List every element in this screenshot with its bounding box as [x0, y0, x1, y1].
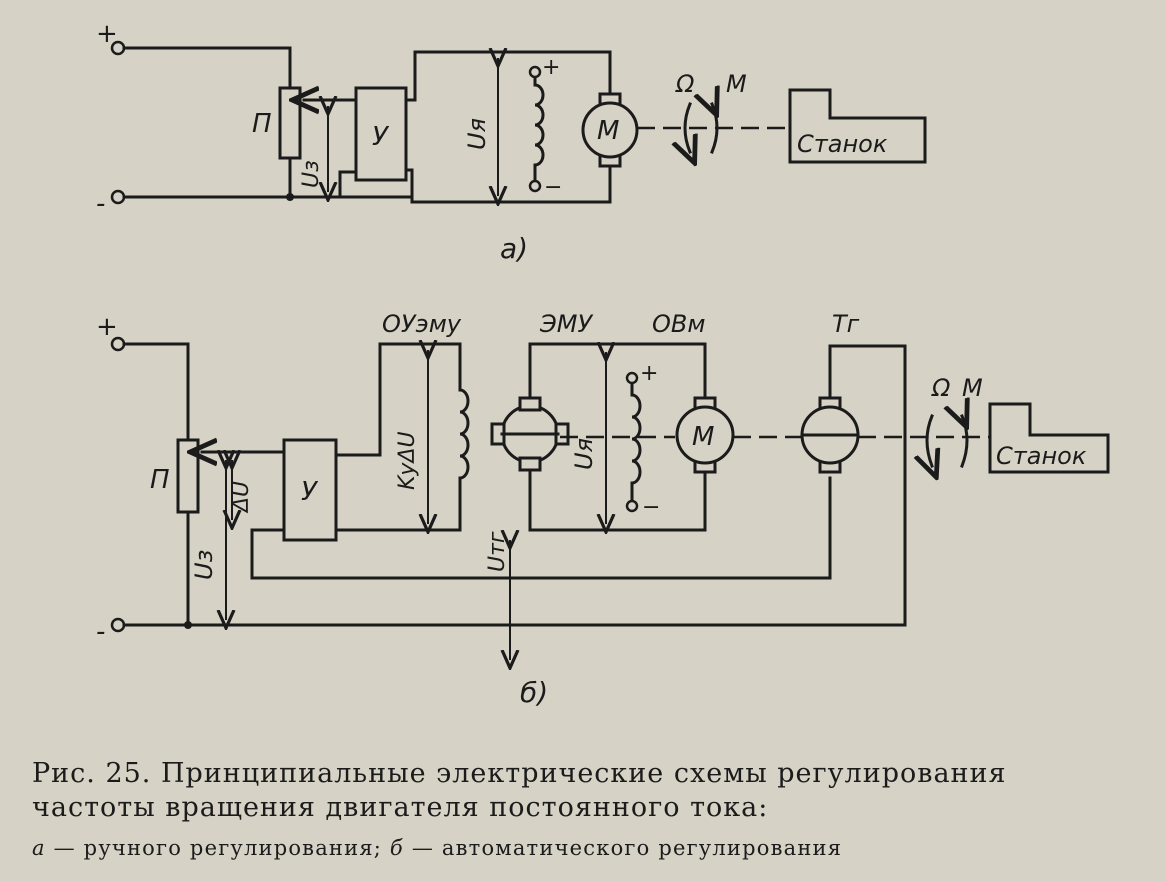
- plus-terminal-label-a: +: [96, 19, 118, 49]
- motor-label-a: М: [597, 116, 619, 146]
- diagram-a: + - П Uз У Uя + −: [96, 19, 927, 265]
- amplifier-label-b: У: [301, 477, 319, 507]
- field-winding-label-b: ОВм: [652, 310, 705, 338]
- field-terminal-minus-a: [528, 179, 542, 193]
- uarm-label-a: Uя: [463, 118, 491, 150]
- omega-label-a: Ω: [675, 70, 695, 98]
- field-coil-a: [533, 83, 545, 167]
- tacho-label: Тг: [832, 310, 860, 338]
- wire-arm-bot-a: [404, 163, 612, 204]
- control-winding-label: ОУэму: [382, 310, 462, 338]
- uref-label-b: Uз: [190, 550, 218, 580]
- torque-label-a: М: [726, 70, 747, 98]
- omega-arrow-b: [927, 414, 932, 466]
- wire-feedback-b: [250, 476, 832, 580]
- amplifier-a: [354, 86, 408, 182]
- torque-label-b: М: [962, 374, 983, 402]
- control-winding-coil: [458, 388, 470, 480]
- caption-item-a-text: — ручного регулирования;: [45, 836, 390, 860]
- ku-delta-u-label: KуΔU: [395, 431, 420, 490]
- omega-label-b: Ω: [931, 374, 951, 402]
- emu-label: ЭМУ: [539, 310, 593, 338]
- field-terminal-plus-a: [528, 65, 542, 79]
- motor-label-b: М: [692, 422, 714, 452]
- omega-arrow-a: [685, 102, 690, 152]
- motor-b: [675, 405, 735, 465]
- plus-terminal-b: [110, 336, 126, 352]
- amplifier-label-a: У: [372, 122, 390, 152]
- wire-plus-a: [122, 46, 292, 90]
- caption-line-1: Рис. 25. Принципиальные электрические сх…: [32, 758, 1007, 789]
- plus-terminal-a: [110, 40, 126, 56]
- minus-terminal-a: [110, 189, 126, 205]
- caption-item-b-letter: б: [389, 836, 404, 860]
- wire-emu-bot: [528, 466, 707, 532]
- utacho-label: Uтг: [485, 531, 510, 572]
- potentiometer-b: [176, 438, 200, 514]
- motor-a: [581, 101, 639, 159]
- minus-terminal-b: [110, 617, 126, 633]
- junction-b: [184, 621, 192, 629]
- diagram-a-label: а): [500, 232, 528, 265]
- field-plus-label-a: +: [542, 55, 560, 80]
- minus-terminal-label-a: -: [96, 189, 105, 219]
- field-minus-label-a: −: [544, 175, 562, 200]
- wire-emu-top: [528, 342, 707, 402]
- potentiometer-label-a: П: [252, 109, 272, 139]
- wire-arm-top-a: [404, 50, 612, 107]
- field-coil-b: [630, 393, 642, 485]
- field-minus-label-b: −: [642, 495, 660, 520]
- wire-ctrl-bot-b: [334, 476, 462, 532]
- wire-minus-b: [122, 438, 907, 627]
- uref-label-a: Uз: [299, 160, 324, 188]
- caption-item-b-text: — автоматического регулирования: [403, 836, 843, 860]
- machine-tool-a: [788, 88, 927, 164]
- caption-line-2: частоты вращения двигателя постоянного т…: [32, 792, 769, 823]
- caption-line-3: а — ручного регулирования; б — автоматич…: [32, 836, 842, 860]
- wire-ctrl-top-b: [334, 342, 462, 457]
- machine-tool-b: [988, 402, 1110, 474]
- delta-u-label: ΔU: [229, 481, 254, 514]
- caption-item-a-letter: а: [32, 836, 46, 860]
- torque-arrow-a: [712, 104, 717, 154]
- machine-label-a: Станок: [797, 130, 888, 158]
- torque-arrow-b: [962, 416, 967, 468]
- potentiometer-a: [278, 86, 302, 160]
- diagram-b: + - П ΔU Uз У ОУэму KуΔU ЭМУ: [96, 310, 1110, 709]
- minus-terminal-label-b: -: [96, 617, 105, 647]
- potentiometer-label-b: П: [150, 465, 170, 495]
- junction-a: [286, 193, 294, 201]
- diagram-b-label: б): [520, 676, 548, 709]
- wire-plus-b: [122, 342, 190, 442]
- plus-terminal-label-b: +: [96, 312, 118, 342]
- field-plus-label-b: +: [640, 361, 658, 386]
- amplifier-b: [282, 438, 338, 542]
- wire-tacho-top: [828, 344, 907, 442]
- uarm-label-b: Uя: [570, 438, 598, 470]
- machine-label-b: Станок: [996, 442, 1087, 470]
